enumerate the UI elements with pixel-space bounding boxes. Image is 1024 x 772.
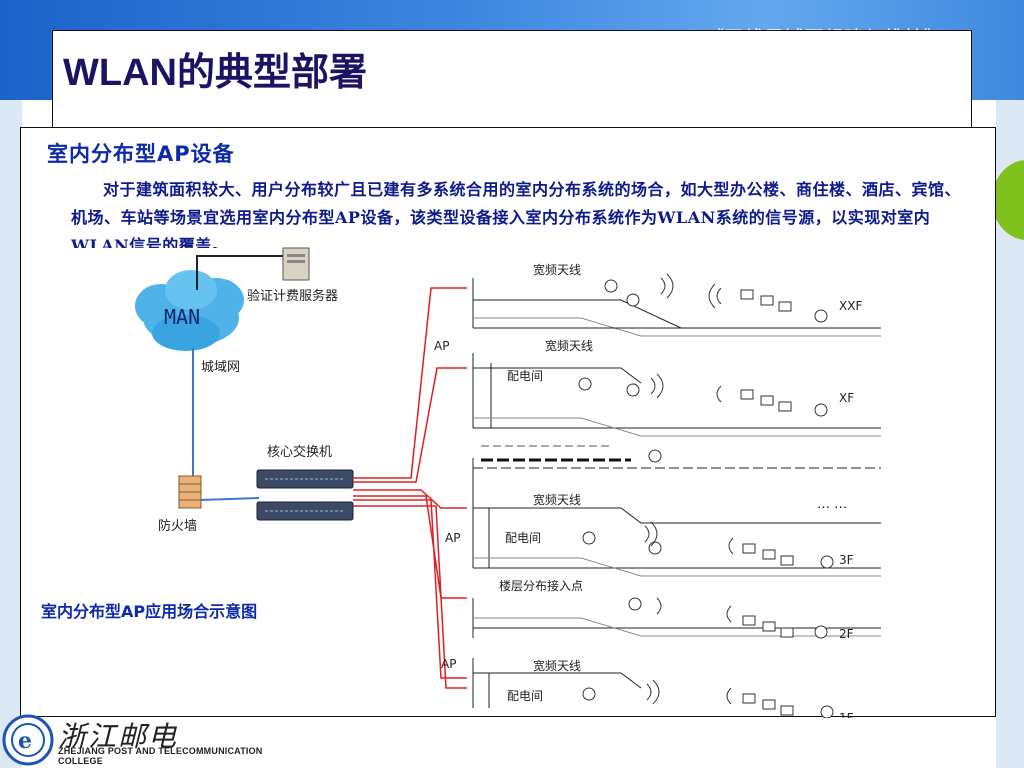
floor-label-2f: 2F bbox=[839, 627, 854, 641]
floor-access-label: 楼层分布接入点 bbox=[499, 578, 583, 593]
diagram-caption: 室内分布型AP应用场合示意图 bbox=[41, 602, 258, 621]
slide-title: WLAN的典型部署 bbox=[63, 52, 367, 94]
floor-label-3f: 3F bbox=[839, 553, 854, 567]
description-paragraph: 对于建筑面积较大、用户分布较广且已建有多系统合用的室内分布系统的场合，如大型办公… bbox=[71, 180, 962, 248]
left-band bbox=[0, 100, 22, 768]
college-emblem-icon: e bbox=[2, 714, 54, 766]
floor-label-1f: 1F bbox=[839, 711, 854, 718]
firewall-icon bbox=[178, 475, 202, 509]
server-label: 验证计费服务器 bbox=[247, 288, 338, 304]
college-logo: e 浙江邮电 ZHEJIANG POST AND TELECOMMUNICATI… bbox=[0, 712, 310, 768]
network-diagram: MAN 城域网 验证计费服务器 防火墙 核心交换机 bbox=[135, 247, 881, 718]
svg-text:e: e bbox=[18, 728, 32, 754]
man-label: MAN bbox=[164, 305, 200, 329]
server-icon bbox=[282, 247, 310, 281]
city-label: 城域网 bbox=[201, 360, 240, 375]
title-box: WLAN的典型部署 bbox=[52, 30, 972, 128]
college-name-cn: 浙江邮电 bbox=[58, 720, 179, 753]
college-name-en: ZHEJIANG POST AND TELECOMMUNICATION COLL… bbox=[58, 746, 263, 766]
ap-label-1: AP bbox=[434, 339, 449, 353]
floor-label-xf: XF bbox=[839, 391, 854, 405]
ap-label-3: AP bbox=[441, 657, 456, 671]
room-label-2: 配电间 bbox=[505, 531, 541, 545]
ellipsis: … … bbox=[817, 497, 847, 512]
floor-2f bbox=[472, 598, 881, 638]
red-links bbox=[353, 287, 467, 689]
antenna-label-4: 宽频天线 bbox=[533, 658, 581, 673]
content-box: 室内分布型AP设备 对于建筑面积较大、用户分布较广且已建有多系统合用的室内分布系… bbox=[20, 127, 996, 718]
device-icons bbox=[578, 273, 834, 718]
floor-xxf bbox=[472, 278, 881, 337]
switch-label: 核心交换机 bbox=[267, 444, 332, 460]
section-heading: 室内分布型AP设备 bbox=[47, 142, 235, 166]
antenna-label-1: 宽频天线 bbox=[533, 262, 581, 277]
firewall-label: 防火墙 bbox=[158, 518, 197, 534]
room-label-3: 配电间 bbox=[507, 689, 543, 703]
ap-label-2: AP bbox=[445, 531, 460, 545]
floor-xf bbox=[472, 353, 881, 437]
core-switch-icon bbox=[256, 469, 354, 521]
room-label-1: 配电间 bbox=[507, 369, 543, 383]
antenna-label-2: 宽频天线 bbox=[545, 338, 593, 353]
floor-3f bbox=[472, 488, 881, 577]
floor-1f bbox=[472, 658, 642, 708]
antenna-label-3: 宽频天线 bbox=[533, 492, 581, 507]
floor-label-xxf: XXF bbox=[839, 299, 862, 313]
man-cloud: MAN bbox=[135, 270, 244, 351]
